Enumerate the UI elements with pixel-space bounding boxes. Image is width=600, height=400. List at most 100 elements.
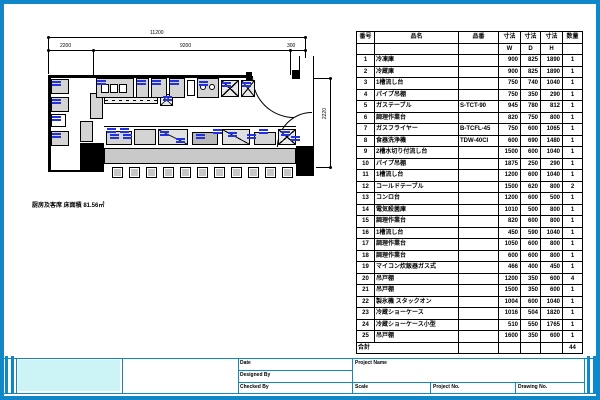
equipment-label — [259, 129, 268, 134]
equipment-box — [187, 80, 195, 96]
cell-h: 600 — [540, 330, 563, 343]
cell-qty: 1 — [562, 111, 583, 124]
cell-qty: 1 — [562, 261, 583, 274]
titleblock-sidebar — [11, 356, 14, 394]
equipment-label — [52, 133, 61, 138]
cell-d: 250 — [520, 157, 541, 170]
company-logo-area — [18, 360, 120, 391]
dim-label-right: 300 — [287, 43, 296, 49]
equipment-table: 番号 品名 品番 寸法 寸法 寸法 数量 W D H 1 冷凍庫 — [356, 31, 583, 354]
table-row: 10 パイプ吊棚 1875 250 290 1 — [356, 157, 583, 170]
table-row: 9 2槽水切り付流し台 1500 600 1040 1 — [356, 146, 583, 159]
subheader-empty — [458, 42, 499, 55]
designed-by-label: Designed By — [240, 372, 271, 378]
equipment-label — [291, 136, 300, 141]
cell-w: 1500 — [498, 284, 521, 297]
cell-h: 1040 — [540, 146, 563, 159]
cell-d: 600 — [520, 146, 541, 159]
cell-name: 冷蔵ショーケース — [374, 307, 459, 320]
cell-no: 9 — [356, 146, 375, 159]
cell-h: 1065 — [540, 123, 563, 136]
cell-name: コールドテーブル — [374, 180, 459, 193]
cell-d: 600 — [520, 215, 541, 228]
table-row: 6 調理作業台 820 750 800 1 — [356, 111, 583, 124]
titleblock-line — [515, 382, 516, 394]
scale-label: Scale — [355, 384, 369, 390]
equipment-box — [134, 129, 156, 145]
stool — [180, 167, 191, 178]
table-row: 5 ガステーブル S-TCT-90 945 780 812 1 — [356, 100, 583, 113]
wall-left — [48, 75, 51, 172]
cell-no: 2 — [356, 65, 375, 78]
col-header-part: 品番 — [458, 31, 499, 44]
cell-no: 21 — [356, 284, 375, 297]
subheader-empty — [562, 42, 583, 55]
table-row: 2 冷蔵庫 900 825 1890 1 — [356, 65, 583, 78]
cell-qty: 2 — [562, 180, 583, 193]
cell-w: 1200 — [498, 169, 521, 182]
col-header-dim-h: 寸法 — [540, 31, 563, 44]
equipment-label — [110, 134, 119, 139]
subheader-d: D — [520, 42, 541, 55]
cell-name: 調理作業台 — [374, 215, 459, 228]
table-row: 18 調理作業台 600 600 800 1 — [356, 249, 583, 262]
cell-part — [458, 146, 499, 159]
cell-d: 600 — [520, 169, 541, 182]
cell-no: 16 — [356, 226, 375, 239]
equipment-box — [80, 121, 93, 142]
cell-name: 1槽流し台 — [374, 169, 459, 182]
cell-h: 800 — [540, 249, 563, 262]
equipment-label — [97, 80, 106, 85]
stool — [197, 167, 208, 178]
cell-w: 750 — [498, 77, 521, 90]
cell-name: 製氷機 スタックオン — [374, 295, 459, 308]
cell-no: 24 — [356, 318, 375, 331]
table-row: 15 調理作業台 820 600 800 1 — [356, 215, 583, 228]
cell-d: 350 — [520, 330, 541, 343]
cell-qty: 1 — [562, 295, 583, 308]
cell-w: 1500 — [498, 180, 521, 193]
cell-name: パイプ吊棚 — [374, 157, 459, 170]
stool — [146, 167, 157, 178]
cell-part — [458, 238, 499, 251]
col-header-name: 品名 — [374, 31, 459, 44]
titleblock-line — [4, 393, 596, 394]
cell-d: 740 — [520, 77, 541, 90]
cell-part — [458, 318, 499, 331]
wall-block — [80, 143, 104, 171]
cell-name: 吊戸棚 — [374, 272, 459, 285]
stool — [112, 167, 123, 178]
stool — [129, 167, 140, 178]
extension-line — [305, 38, 306, 58]
cell-no: 20 — [356, 272, 375, 285]
total-empty — [520, 341, 541, 354]
cell-h: 1040 — [540, 226, 563, 239]
cell-no: 14 — [356, 203, 375, 216]
cell-part: S-TCT-90 — [458, 100, 499, 113]
sink-basin — [101, 84, 109, 93]
equipment-label — [120, 128, 129, 133]
cell-part — [458, 295, 499, 308]
titleblock-line — [352, 358, 353, 394]
cell-name: 吊戸棚 — [374, 284, 459, 297]
cell-part — [458, 203, 499, 216]
cell-qty: 1 — [562, 226, 583, 239]
cell-d: 500 — [520, 203, 541, 216]
cell-part — [458, 111, 499, 124]
cell-w: 1050 — [498, 238, 521, 251]
cell-qty: 4 — [562, 272, 583, 285]
cell-qty: 1 — [562, 249, 583, 262]
titleblock-line — [238, 382, 584, 383]
cell-no: 10 — [356, 157, 375, 170]
cell-h: 1890 — [540, 65, 563, 78]
equipment-label — [196, 134, 205, 139]
cell-no: 7 — [356, 123, 375, 136]
cell-w: 750 — [498, 88, 521, 101]
table-row: 21 吊戸棚 1500 350 600 1 — [356, 284, 583, 297]
table-row: 13 コンロ台 1200 600 500 1 — [356, 192, 583, 205]
project-no-label: Project No. — [433, 384, 460, 390]
titleblock-sidebar — [5, 356, 8, 394]
total-empty — [540, 341, 563, 354]
cell-qty: 1 — [562, 157, 583, 170]
